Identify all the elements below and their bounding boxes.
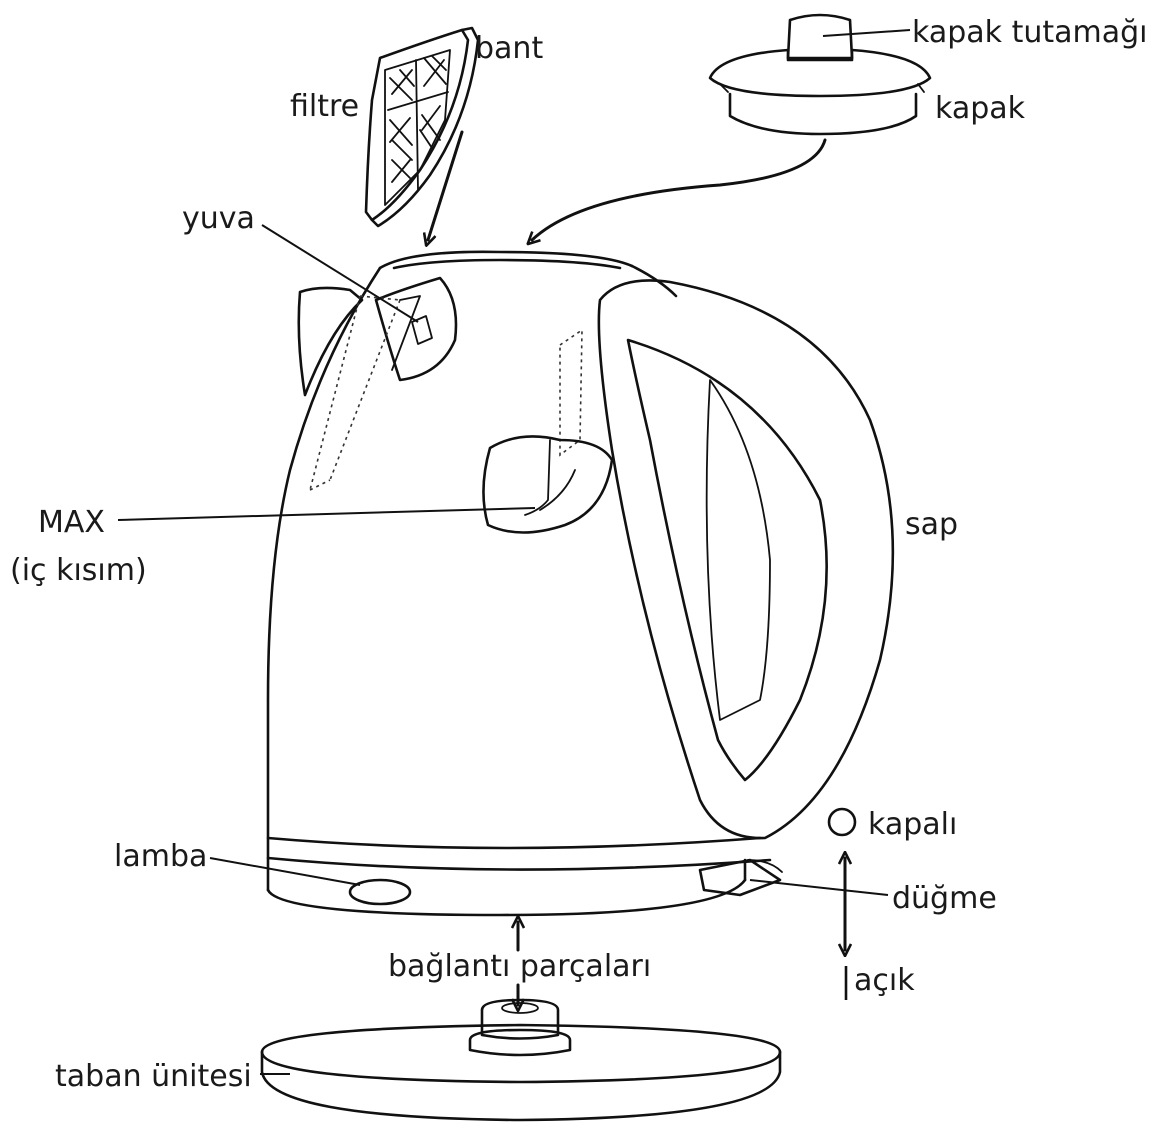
label-bant: bant <box>475 31 543 66</box>
label-max: MAX <box>38 505 105 540</box>
dugme-leader <box>749 879 889 896</box>
label-yuva: yuva <box>182 201 255 236</box>
label-taban: taban ünitesi <box>55 1059 252 1094</box>
lid-attach-arrow <box>532 138 827 240</box>
label-kapak-tutamagi: kapak tutamağı <box>912 15 1147 50</box>
off-circle-icon <box>827 807 857 837</box>
label-filtre: filtre <box>290 89 359 124</box>
kettle-body-drawing <box>266 250 895 917</box>
base-unit-drawing <box>260 998 782 1122</box>
label-max-sub: (iç kısım) <box>10 553 147 588</box>
lid-drawing <box>708 13 932 136</box>
label-dugme: düğme <box>892 881 997 916</box>
label-kapali: kapalı <box>868 807 957 842</box>
label-baglanti: bağlantı parçaları <box>388 949 651 984</box>
lamba-leader <box>209 857 361 886</box>
kapak-tutamagi-leader <box>822 29 911 37</box>
max-leader <box>117 507 536 521</box>
label-lamba: lamba <box>114 839 207 874</box>
switch-direction-arrows <box>845 858 846 1000</box>
label-acik: açık <box>854 963 915 998</box>
label-kapak: kapak <box>935 91 1026 126</box>
label-sap: sap <box>905 507 958 542</box>
filter-drawing <box>364 26 480 228</box>
filter-insert-arrow <box>428 130 464 240</box>
yuva-leader <box>261 224 419 323</box>
